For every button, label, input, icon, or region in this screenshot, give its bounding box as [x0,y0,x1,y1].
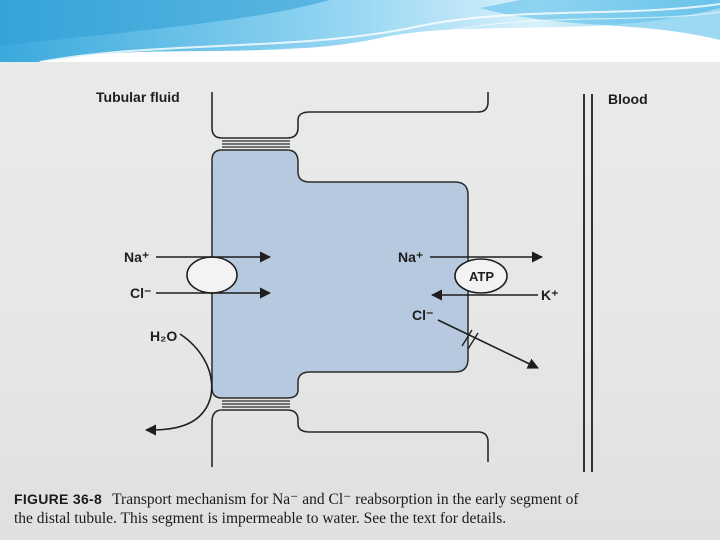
upper-neighbor-cell-outline [211,92,489,139]
decorative-wave-banner [0,0,720,66]
h2o-label: H₂O [150,328,177,344]
h2o-arrow [144,333,213,436]
cl-apical-label: Cl⁻ [130,285,151,301]
tight-junction-top [222,140,290,148]
lower-neighbor-cell-outline [211,409,489,467]
na-apical-label: Na⁺ [124,249,149,265]
cl-basolateral-label: Cl⁻ [412,307,433,323]
na-cl-cotransporter [186,256,238,294]
atp-label: ATP [469,269,494,284]
tubular-fluid-label: Tubular fluid [96,89,180,105]
blood-vessel-wall [583,94,593,472]
caption-line-1: Transport mechanism for Na⁻ and Cl⁻ reab… [112,491,579,508]
blood-label: Blood [608,91,648,107]
na-basolateral-label: Na⁺ [398,249,423,265]
na-k-atpase-pump [454,258,508,294]
cl-basolateral-arrow [437,319,540,369]
caption-line-2: the distal tubule. This segment is imper… [14,510,507,527]
cl-channel-marks [461,329,479,350]
k-basolateral-label: K⁺ [541,287,559,303]
figure-label: FIGURE 36-8 [14,491,103,507]
distal-tubule-transport-diagram: Tubular fluid Blood Na⁺ Cl⁻ H₂O Na⁺ ATP … [96,89,648,472]
tight-junction-bottom [222,400,290,408]
figure-caption: FIGURE 36-8 Transport mechanism for Na⁻ a… [14,490,714,528]
tubule-cell [211,149,469,399]
